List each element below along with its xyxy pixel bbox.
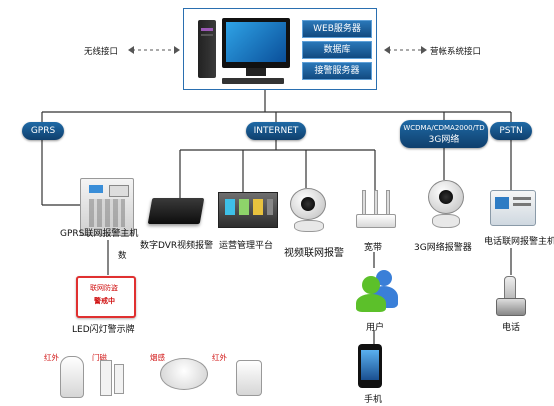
- mobile-phone-icon: [358, 344, 382, 388]
- cdma-standards-label: WCDMA/CDMA2000/TD: [403, 124, 485, 132]
- infrared-sensor-2-icon: [236, 360, 262, 396]
- alarm-server-label: 接警服务器: [302, 62, 372, 80]
- door-sensor-icon: [100, 360, 112, 396]
- led-sign-text-2: 警戒中: [94, 297, 115, 305]
- led-sign-text-1: 联网防盗: [90, 284, 118, 292]
- gprs-badge: GPRS: [22, 122, 64, 140]
- router-icon: [356, 190, 396, 234]
- gprs-host-label: GPRS联网报警主机: [60, 229, 139, 239]
- pc-tower-icon: [198, 20, 216, 78]
- monitor-stand: [246, 68, 266, 76]
- user-icon: [356, 268, 400, 312]
- user-label: 用户: [366, 323, 385, 333]
- led-sign-icon: 联网防盗 警戒中: [76, 276, 136, 318]
- telephone-icon: [496, 276, 526, 316]
- ops-platform-icon: [218, 192, 278, 228]
- wireless-interface-label: 无线接口: [84, 47, 119, 57]
- ops-platform-label: 运营管理平台: [219, 241, 274, 251]
- 3g-label: 3G网络: [428, 135, 460, 145]
- billing-interface-label: 营帐系统接口: [430, 47, 482, 57]
- dvr-label: 数字DVR视频报警: [140, 241, 214, 251]
- mobile-label: 手机: [364, 395, 383, 405]
- monitor-icon: [222, 18, 290, 68]
- led-sign-label: LED闪灯警示牌: [72, 325, 135, 335]
- phone-host-label: 电话联网报警主机: [484, 237, 554, 247]
- 3g-alarm-label: 3G网络报警器: [414, 243, 472, 253]
- sensor-label-2: 门磁: [92, 353, 107, 362]
- dvr-icon: [147, 198, 205, 224]
- door-sensor-magnet-icon: [114, 364, 124, 394]
- telephone-label: 电话: [502, 323, 521, 333]
- 3g-camera-icon: [424, 180, 466, 234]
- gprs-host-icon: [80, 178, 134, 236]
- web-server-label: WEB服务器: [302, 20, 372, 38]
- smoke-detector-icon: [160, 358, 208, 390]
- infrared-sensor-icon: [60, 356, 84, 398]
- pstn-badge: PSTN: [490, 122, 532, 140]
- sensor-label-3: 烟感: [150, 353, 165, 362]
- keyboard-icon: [222, 78, 284, 84]
- internet-badge: INTERNET: [246, 122, 306, 140]
- video-alarm-label: 视频联网报警: [284, 248, 344, 259]
- broadband-label: 宽带: [364, 243, 383, 253]
- ip-camera-icon: [288, 188, 328, 234]
- 3g-network-badge: WCDMA/CDMA2000/TD 3G网络: [400, 120, 488, 148]
- sensor-label-1: 红外: [44, 353, 59, 362]
- shu-label: 数: [118, 251, 127, 261]
- database-label: 数据库: [302, 41, 372, 59]
- sensor-label-4: 红外: [212, 353, 227, 362]
- phone-host-icon: [490, 190, 536, 226]
